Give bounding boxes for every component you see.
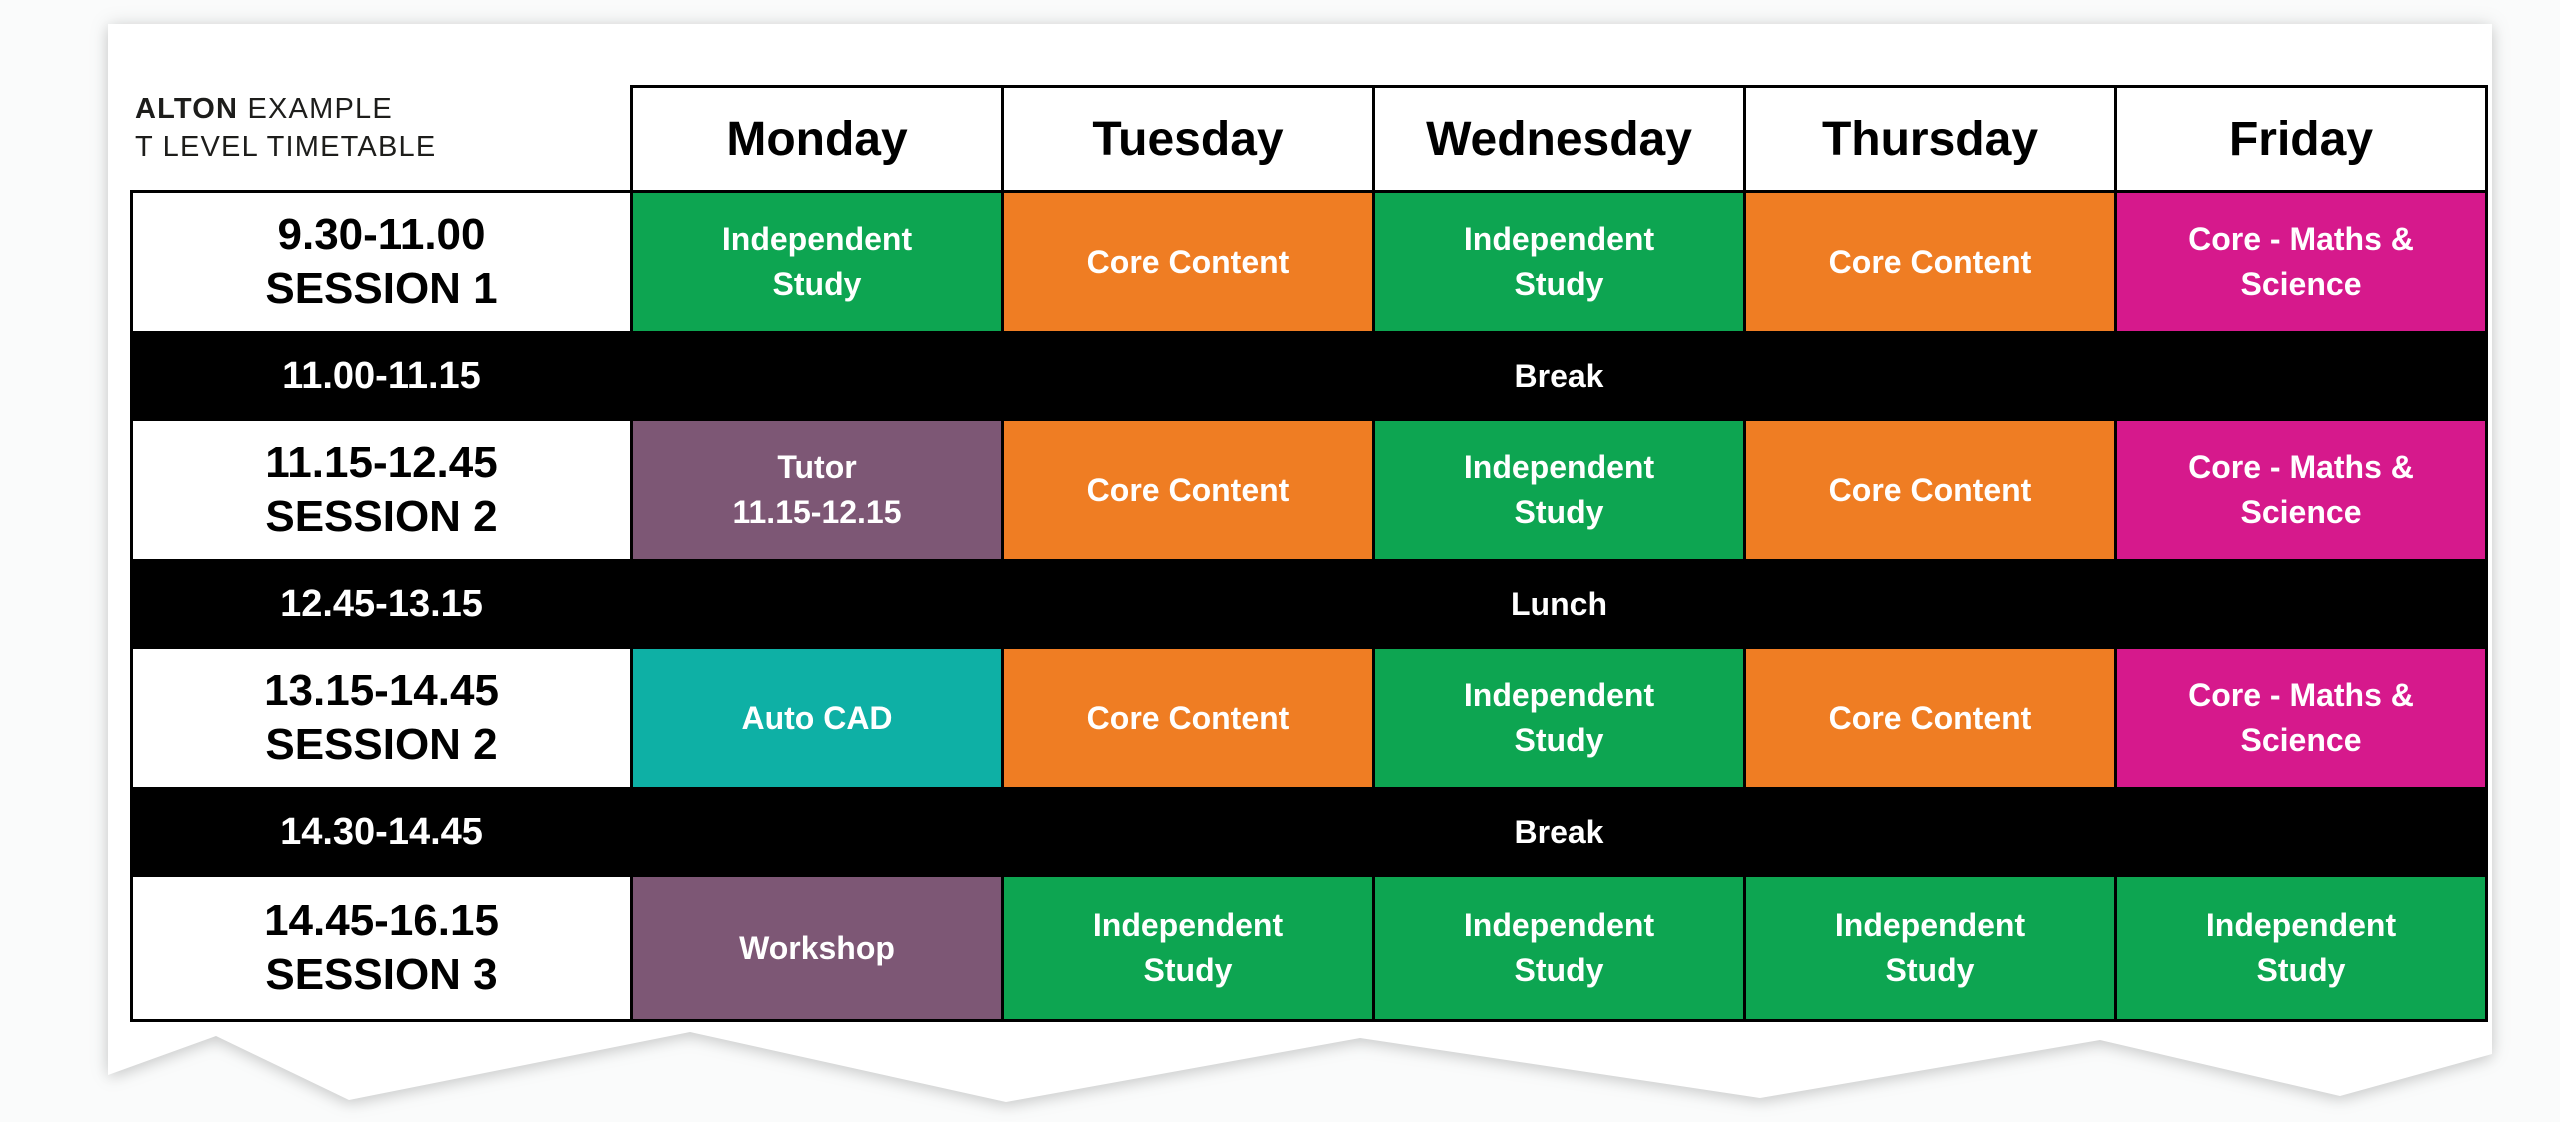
time-range: 11.15-12.45 [265,438,498,488]
cell-label: Core Content [1086,471,1290,508]
time-cell-session-3: 14.45-16.15 SESSION 3 [133,877,630,1019]
day-header-row: Monday Tuesday Wednesday Thursday Friday [630,85,2488,190]
break-label-cell-2: Break [633,790,2485,874]
day-header-monday: Monday [633,88,1001,190]
page-title: ALTON EXAMPLE T LEVEL TIMETABLE [135,90,436,167]
cell-label: Core Content [1828,243,2032,280]
day-header-wednesday: Wednesday [1375,88,1743,190]
session-label: SESSION 1 [265,264,498,313]
time-cell-session-1: 9.30-11.00 SESSION 1 [133,193,630,331]
timetable-cell-tue-3: Core Content [1004,649,1372,787]
timetable-cell-fri-3: Core - Maths & Science [2117,649,2485,787]
cell-label: Auto CAD [741,699,893,736]
title-suffix: EXAMPLE [238,93,393,125]
cell-label: Independent Study [1463,677,1655,758]
timetable-cell-mon-3: Auto CAD [633,649,1001,787]
cell-label: Independent Study [721,221,913,302]
timetable-cell-mon-2: Tutor 11.15-12.15 [633,421,1001,559]
timetable-cell-wed-4: Independent Study [1375,877,1743,1019]
title-line2: T LEVEL TIMETABLE [135,131,437,164]
brand-name: ALTON [135,93,239,125]
timetable-cell-mon-4: Workshop [633,877,1001,1019]
cell-label: Core Content [1828,699,2032,736]
timetable-cell-mon-1: Independent Study [633,193,1001,331]
cell-label: Independent Study [1463,221,1655,302]
time-cell-session-2: 11.15-12.45 SESSION 2 [133,421,630,559]
day-header-tuesday: Tuesday [1004,88,1372,190]
title-line1: ALTON EXAMPLE [135,90,436,128]
cell-label: Independent Study [1463,449,1655,530]
cell-label: Independent Study [1092,907,1284,988]
timetable-cell-wed-1: Independent Study [1375,193,1743,331]
timetable-cell-thu-3: Core Content [1746,649,2114,787]
lunch-label-cell: Lunch [633,562,2485,646]
cell-label: Core Content [1086,243,1290,280]
time-range: 9.30-11.00 [277,210,486,260]
session-label: SESSION 2 [265,492,498,541]
session-label: SESSION 3 [265,950,498,999]
cell-label: Core Content [1086,699,1290,736]
timetable-cell-thu-1: Core Content [1746,193,2114,331]
timetable-cell-thu-2: Core Content [1746,421,2114,559]
session-label: SESSION 2 [265,720,498,769]
day-header-friday: Friday [2117,88,2485,190]
timetable-card: ALTON EXAMPLE T LEVEL TIMETABLE Monday T… [108,24,2492,1104]
timetable-cell-tue-1: Core Content [1004,193,1372,331]
timetable-cell-fri-2: Core - Maths & Science [2117,421,2485,559]
time-range: 14.45-16.15 [264,896,499,946]
cell-label: Workshop [739,929,895,966]
cell-label: Core - Maths & Science [2188,221,2414,302]
break-time-cell-1: 11.00-11.15 [133,334,630,418]
cell-label: Core Content [1828,471,2032,508]
timetable-body: 9.30-11.00 SESSION 1 Independent Study C… [130,190,2488,1022]
time-range: 13.15-14.45 [264,666,499,716]
break-time-cell-2: 14.30-14.45 [133,790,630,874]
timetable-cell-tue-2: Core Content [1004,421,1372,559]
timetable-cell-wed-3: Independent Study [1375,649,1743,787]
timetable-cell-wed-2: Independent Study [1375,421,1743,559]
cell-sublabel: 11.15-12.15 [732,494,902,530]
cell-label: Independent Study [1463,907,1655,988]
break-label-cell-1: Break [633,334,2485,418]
cell-label: Independent Study [2205,907,2397,988]
timetable-cell-tue-4: Independent Study [1004,877,1372,1019]
timetable-cell-fri-4: Independent Study [2117,877,2485,1019]
cell-label: Independent Study [1834,907,2026,988]
timetable-cell-fri-1: Core - Maths & Science [2117,193,2485,331]
lunch-time-cell: 12.45-13.15 [133,562,630,646]
cell-label: Core - Maths & Science [2188,449,2414,530]
day-header-thursday: Thursday [1746,88,2114,190]
cell-label: Tutor [777,449,857,486]
card-surface: ALTON EXAMPLE T LEVEL TIMETABLE Monday T… [108,24,2492,1102]
time-cell-session-2b: 13.15-14.45 SESSION 2 [133,649,630,787]
timetable-cell-thu-4: Independent Study [1746,877,2114,1019]
cell-label: Core - Maths & Science [2188,677,2414,758]
